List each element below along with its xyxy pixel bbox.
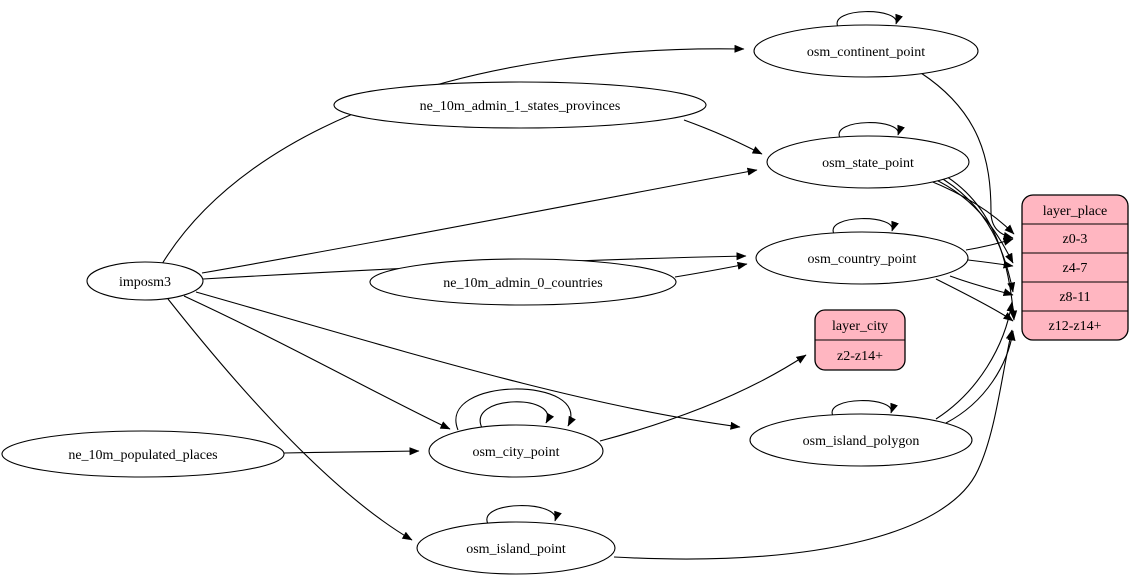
edge-ne_10m_admin_1_states_provinces-osm_state_point — [683, 119, 763, 155]
edge-selfloop-osm_country_point — [832, 218, 899, 235]
node-label-osm_country_point: osm_country_point — [808, 252, 917, 267]
node-ellipse-osm_city_point — [428, 424, 604, 478]
record-row-layer_place-z0-3: z0-3 — [1063, 232, 1088, 247]
node-ellipse-ne_10m_populated_places — [1, 430, 285, 478]
node-ellipse-osm_continent_point — [753, 24, 979, 78]
record-row-layer_place-z8-11: z8-11 — [1059, 290, 1090, 305]
node-osm_continent_point: osm_continent_point — [753, 24, 979, 78]
edge-osm_island_polygon-layer_place-z12-z14+ — [945, 330, 1016, 424]
edge-selfloop-osm_city_point-inner — [479, 401, 555, 429]
node-label-ne_10m_populated_places: ne_10m_populated_places — [68, 448, 217, 463]
record-layer_place: layer_place z0-3 z4-7 z8-11 z12-z14+ — [1021, 194, 1129, 341]
node-label-osm_city_point: osm_city_point — [472, 445, 559, 460]
record-row-layer_place-z12-z14+: z12-z14+ — [1049, 319, 1102, 334]
node-ellipse-imposm3 — [86, 261, 204, 301]
record-title-layer_place: layer_place — [1043, 204, 1108, 219]
edge-osm_country_point-layer_place-z4-7 — [967, 259, 1014, 269]
edge-osm_state_point-layer_place-z8-11 — [935, 174, 1016, 293]
node-label-osm_island_point: osm_island_point — [466, 542, 566, 557]
edge-imposm3-osm_city_point — [183, 295, 451, 430]
edge-osm_country_point-layer_place-z12-z14+ — [935, 278, 1014, 322]
node-label-osm_continent_point: osm_continent_point — [807, 45, 925, 60]
node-label-osm_island_polygon: osm_island_polygon — [803, 434, 920, 449]
edge-imposm3-osm_continent_point — [161, 44, 745, 265]
record-layer_city: layer_city z2-z14+ — [814, 309, 906, 371]
node-ne_10m_populated_places: ne_10m_populated_places — [1, 430, 285, 478]
record-box-layer_place — [1021, 194, 1129, 341]
edge-selfloop-osm_state_point — [838, 122, 905, 139]
node-ellipse-ne_10m_admin_1_states_provinces — [333, 81, 707, 129]
node-imposm3: imposm3 — [86, 261, 204, 301]
node-osm_country_point: osm_country_point — [755, 231, 969, 285]
edge-selfloop-osm_island_polygon — [831, 400, 898, 417]
edge-osm_country_point-layer_place-z0-3 — [965, 237, 1014, 251]
record-row-layer_city-z2-z14+: z2-z14+ — [837, 349, 883, 364]
node-label-imposm3: imposm3 — [119, 275, 171, 290]
node-label-ne_10m_admin_0_countries: ne_10m_admin_0_countries — [443, 276, 602, 291]
edge-selfloop-osm_continent_point — [836, 11, 903, 28]
edge-osm_state_point-layer_place-z0-3 — [927, 179, 1015, 235]
node-osm_island_point: osm_island_point — [416, 521, 616, 575]
node-ellipse-osm_state_point — [766, 135, 970, 189]
node-osm_state_point: osm_state_point — [766, 135, 970, 189]
record-row-layer_place-z4-7: z4-7 — [1063, 261, 1088, 276]
edge-osm_island_point-layer_place-z12-z14+ — [613, 329, 1014, 560]
node-ne_10m_admin_0_countries: ne_10m_admin_0_countries — [369, 258, 677, 306]
edge-ne_10m_populated_places-osm_city_point — [283, 447, 420, 456]
edge-imposm3-osm_island_point — [167, 298, 413, 541]
edge-selfloop-osm_city_point-outer — [455, 388, 576, 431]
node-label-osm_state_point: osm_state_point — [822, 156, 914, 171]
edge-selfloop-osm_island_point — [486, 505, 562, 525]
edge-layer — [161, 11, 1018, 560]
edge-imposm3-osm_state_point — [201, 167, 758, 274]
node-ellipse-ne_10m_admin_0_countries — [369, 258, 677, 306]
edge-osm_state_point-layer_place-z4-7 — [931, 177, 1014, 264]
node-ellipse-osm_country_point — [755, 231, 969, 285]
edge-imposm3-osm_island_polygon — [195, 291, 741, 430]
edge-ne_10m_admin_0_countries-osm_country_point — [674, 261, 748, 278]
node-osm_island_polygon: osm_island_polygon — [749, 413, 973, 467]
node-osm_city_point: osm_city_point — [428, 424, 604, 478]
record-title-layer_city: layer_city — [832, 319, 888, 334]
node-label-ne_10m_admin_1_states_provinces: ne_10m_admin_1_states_provinces — [420, 99, 621, 114]
node-ellipse-osm_island_point — [416, 521, 616, 575]
edge-osm_city_point-layer_city-z2-z14+ — [599, 354, 807, 442]
node-ne_10m_admin_1_states_provinces: ne_10m_admin_1_states_provinces — [333, 81, 707, 129]
edge-osm_island_polygon-layer_place-z8-11 — [935, 301, 1015, 420]
edge-osm_continent_point-layer_place-z0-3 — [920, 72, 1014, 240]
edge-osm_country_point-layer_place-z8-11 — [949, 275, 1014, 297]
node-ellipse-osm_island_polygon — [749, 413, 973, 467]
